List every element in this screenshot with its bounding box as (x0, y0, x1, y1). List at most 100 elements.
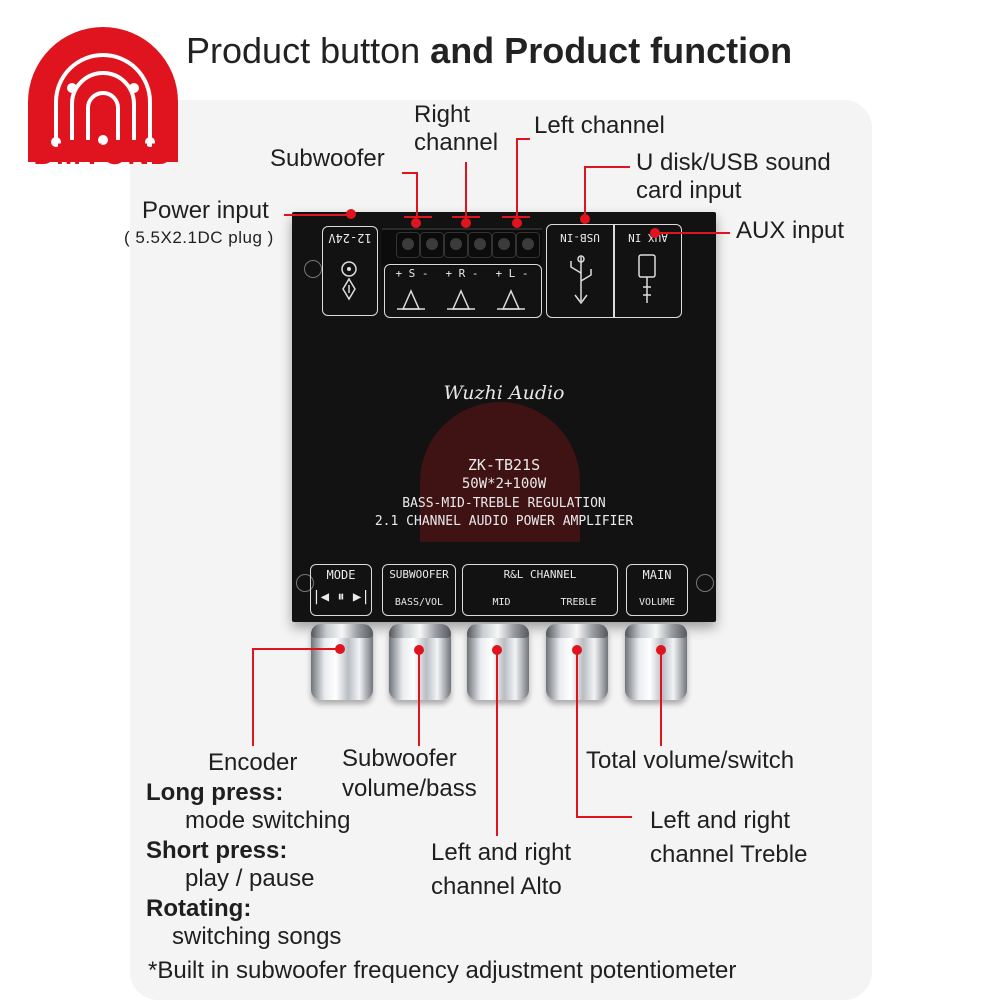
channel-mark-s: + S - (395, 267, 429, 280)
leader-right-dot (461, 218, 471, 228)
channel-mark-r: + R - (445, 267, 479, 280)
mode-label: MODE (326, 568, 356, 582)
screw-bottom-left (296, 574, 314, 592)
label-short-press-desc: play / pause (185, 865, 315, 892)
label-rotating: Rotating: (146, 895, 252, 922)
label-encoder: Encoder (208, 749, 298, 776)
mid-knob[interactable] (467, 624, 529, 700)
label-power-plug: ( 5.5X2.1DC plug ) (124, 228, 274, 247)
label-left-channel: Left channel (534, 112, 665, 139)
brand-logo: DMYOND (20, 22, 186, 172)
dc-input-box: 12-24V (322, 226, 378, 316)
screw-top-left (304, 260, 322, 278)
usb-aux-box: USB-IN AUX IN (546, 224, 682, 318)
treble-label: TREBLE (560, 597, 597, 608)
board-model: ZK-TB21S (467, 456, 541, 474)
label-right-channel-line2: channel (414, 129, 499, 156)
label-treble-line1: Left and right (650, 807, 791, 834)
leader-usb-dot (580, 214, 590, 224)
leader-aux-dot (650, 228, 660, 238)
board-description: 2.1 CHANNEL AUDIO POWER AMPLIFIER (374, 514, 634, 529)
screw-bottom-right (696, 574, 714, 592)
dc-voltage-label: 12-24V (328, 231, 372, 245)
speaker-output-box: + S - + R - + L - (384, 264, 542, 318)
leader-usb-v (584, 166, 586, 218)
terminal-s-minus (420, 232, 444, 258)
label-right-channel-line1: Right (414, 101, 471, 128)
leader-left-dot (512, 218, 522, 228)
footnote: *Built in subwoofer frequency adjustment… (148, 957, 737, 984)
bass-vol-label: BASS/VOL (394, 597, 444, 608)
label-total-volume: Total volume/switch (586, 747, 795, 774)
rl-channel-label: R&L CHANNEL (503, 568, 577, 581)
label-short-press: Short press: (146, 837, 288, 864)
main-box: MAIN VOLUME (626, 564, 688, 616)
page-title: Product button and Product function (186, 30, 792, 72)
label-usb-line2: card input (636, 177, 742, 204)
leader-subwoofer-bracket (404, 216, 432, 218)
leader-aux (654, 232, 730, 234)
subwoofer-knob[interactable] (389, 624, 451, 700)
leader-power (284, 214, 350, 216)
leader-alto-dot (492, 645, 502, 655)
usb-aux-divider (613, 225, 615, 317)
leader-subwoofer-dot (411, 218, 421, 228)
subwoofer-box: SUBWOOFER BASS/VOL (382, 564, 456, 616)
prev-play-next-icons: |◀ ⏸ ▶| (312, 589, 370, 605)
leader-right-bracket (452, 216, 480, 218)
subwoofer-label: SUBWOOFER (389, 568, 449, 581)
leader-volume-dot (656, 645, 666, 655)
label-subwoofer: Subwoofer (270, 145, 385, 172)
leader-subvol-v (418, 650, 420, 746)
leader-right-v (465, 162, 467, 216)
label-rotating-desc: switching songs (172, 923, 342, 950)
leader-left-h (516, 138, 530, 140)
page-title-plain: Product button (186, 30, 431, 71)
channel-mark-l: + L - (495, 267, 529, 280)
volume-knob[interactable] (625, 624, 687, 700)
leader-encoder-v (252, 648, 254, 746)
board-brand-script: Wuzhi Audio (443, 382, 565, 404)
leader-left-bracket (502, 216, 530, 218)
terminal-r-minus (468, 232, 492, 258)
leader-left-v (516, 138, 518, 216)
label-long-press: Long press: (146, 779, 284, 806)
leader-power-dot (346, 209, 356, 219)
label-subwoofer-vol-line1: Subwoofer (342, 745, 457, 772)
terminal-l-plus (492, 232, 516, 258)
label-alto-line1: Left and right (431, 839, 572, 866)
label-aux-input: AUX input (736, 217, 845, 244)
mid-label: MID (492, 597, 511, 608)
leader-subwoofer-v (416, 172, 418, 216)
page-title-bold: and Product function (430, 30, 793, 71)
label-power-input: Power input (142, 197, 269, 224)
leader-usb-h (584, 166, 630, 168)
label-subwoofer-vol-line2: volume/bass (342, 775, 477, 802)
brand-name: DMYOND (33, 138, 173, 171)
encoder-knob[interactable] (311, 624, 373, 700)
leader-alto-v (496, 650, 498, 836)
usb-in-label: USB-IN (560, 231, 600, 244)
terminal-s-plus (396, 232, 420, 258)
label-usb-line1: U disk/USB sound (636, 149, 831, 176)
terminal-r-plus (444, 232, 468, 258)
leader-encoder-h (252, 648, 340, 650)
leader-subwoofer-h (402, 172, 418, 174)
brand-logo-mark (28, 27, 178, 162)
amplifier-board: 12-24V + S - + R - + L - USB-IN AUX IN (292, 212, 716, 622)
speaker-icons (397, 289, 525, 310)
leader-volume-v (660, 650, 662, 746)
main-label: MAIN (642, 568, 672, 582)
volume-label: VOLUME (638, 597, 676, 608)
leader-treble-v (576, 650, 578, 818)
label-alto-line2: channel Alto (431, 873, 562, 900)
leader-encoder-dot (335, 644, 345, 654)
aux-jack-icon (638, 254, 656, 303)
board-power: 50W*2+100W (461, 476, 547, 492)
mode-box: MODE |◀ ⏸ ▶| (310, 564, 372, 616)
leader-treble-dot (572, 645, 582, 655)
label-treble-line2: channel Treble (650, 841, 808, 868)
board-regulation: BASS-MID-TREBLE REGULATION (402, 496, 606, 511)
usb-icon (570, 255, 592, 305)
leader-treble-h (576, 816, 632, 818)
